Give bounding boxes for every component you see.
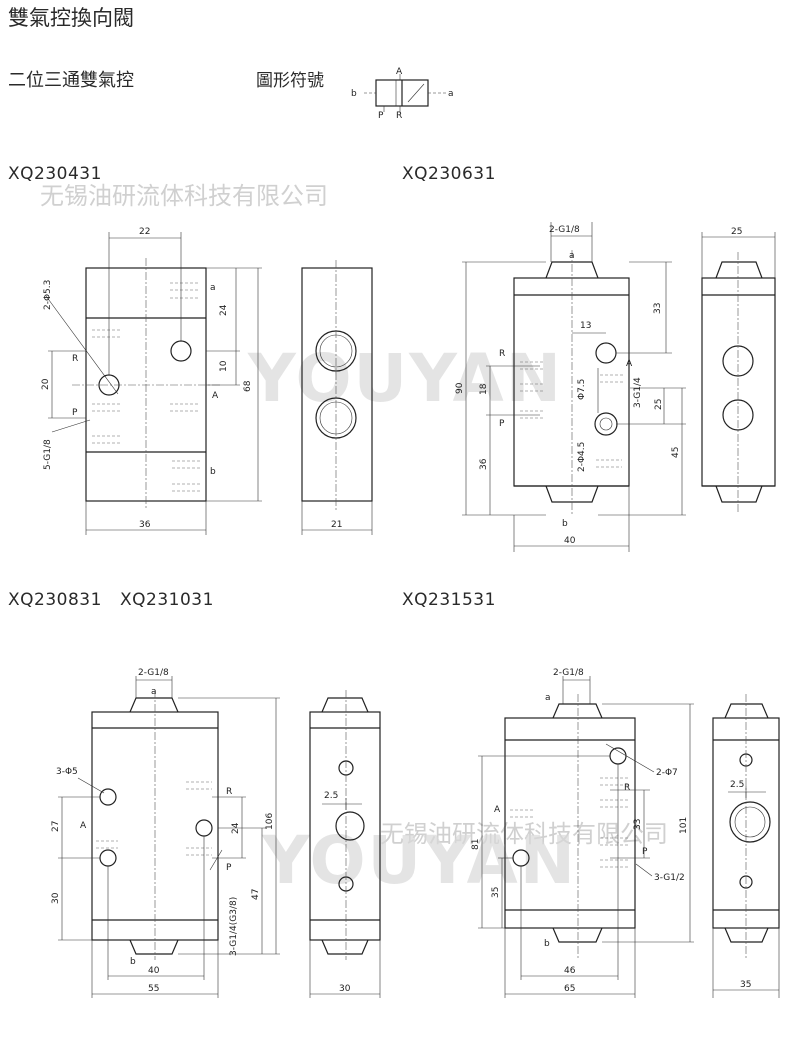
dim-2-g1-8-top: 2-G1/8 (549, 225, 580, 235)
port-b-label: b (562, 519, 568, 529)
symbol-port-b: b (351, 89, 357, 99)
dim-81: 81 (471, 839, 481, 850)
symbol-label: 圖形符號 (256, 71, 324, 91)
port-R-label: R (226, 787, 232, 797)
dim-106: 106 (265, 813, 275, 830)
dim-35-side: 35 (740, 980, 751, 990)
drawing-xq230631-front: 2-G1/8 a b 13 33 90 18 36 25 45 Φ7.5 2-Φ… (455, 222, 686, 552)
model-label-xq231031: XQ231031 (120, 590, 214, 610)
symbol-port-R: R (396, 111, 402, 121)
port-P-label: P (499, 419, 505, 429)
hole-2-phi5-3: 2-Φ5.3 (43, 280, 53, 310)
port-a-label: a (569, 251, 575, 261)
dim-25-side: 25 (731, 227, 742, 237)
dim-21: 21 (331, 520, 342, 530)
drawing-xq230631-side: 25 (701, 227, 776, 512)
port-b-label: b (210, 467, 216, 477)
model-label-xq231531: XQ231531 (402, 590, 496, 610)
dim-55: 55 (148, 984, 159, 994)
watermark-logo-bottom: YOUYAN (262, 822, 577, 899)
thread-3-g1-2: 3-G1/2 (654, 873, 685, 883)
model-label-xq230431: XQ230431 (8, 164, 102, 184)
port-A-label: A (494, 805, 501, 815)
dim-40: 40 (564, 536, 576, 546)
dim-36: 36 (139, 520, 151, 530)
port-b-label: b (544, 939, 550, 949)
hole-2-phi4-5: 2-Φ4.5 (577, 442, 587, 472)
drawing-xq231531-front: 2-G1/8 a b 2-Φ7 81 35 33 101 3-G1/2 46 6… (471, 668, 694, 998)
port-A-label: A (212, 391, 219, 401)
drawing-xq231531-side: 2.5 35 (712, 694, 780, 998)
port-a-label: a (545, 693, 551, 703)
dim-68: 68 (243, 380, 253, 392)
port-a-label: a (151, 687, 157, 697)
watermark-company-top: 无锡油研流体科技有限公司 (40, 182, 328, 210)
dim-2-5: 2.5 (730, 780, 744, 790)
dim-20: 20 (41, 378, 51, 390)
symbol-port-P: P (378, 111, 384, 121)
dim-10: 10 (219, 360, 229, 372)
dim-35: 35 (491, 887, 501, 898)
port-R-label: R (72, 354, 78, 364)
thread-5-g1-8: 5-G1/8 (43, 439, 53, 470)
port-P-label: P (72, 408, 78, 418)
dim-27: 27 (51, 821, 61, 832)
port-R-label: R (499, 349, 505, 359)
valve-graphic-symbol: b a A P R (351, 67, 454, 121)
drawing-xq230431-front: 22 24 10 68 20 2-Φ5.3 5-G1/8 36 a b A R … (41, 227, 262, 535)
dim-25: 25 (654, 399, 664, 410)
dim-36: 36 (479, 458, 489, 470)
port-P-label: P (226, 863, 232, 873)
dim-46: 46 (564, 966, 576, 976)
dim-40: 40 (148, 966, 160, 976)
dim-30-side: 30 (339, 984, 351, 994)
port-a-label: a (210, 283, 216, 293)
port-P-label: P (642, 847, 648, 857)
page-title: 雙氣控換向閥 (8, 6, 134, 30)
dim-13: 13 (580, 321, 591, 331)
drawing-xq230831-side: 2.5 30 (309, 690, 381, 998)
symbol-port-a: a (448, 89, 454, 99)
dim-47: 47 (251, 889, 261, 900)
port-b-label: b (130, 957, 136, 967)
dim-30: 30 (51, 892, 61, 904)
drawing-xq230831-front: 2-G1/8 a b 3-Φ5 27 30 24 47 106 3-G1/4(G… (51, 668, 280, 998)
dim-101: 101 (679, 817, 689, 834)
hole-phi7-5: Φ7.5 (577, 379, 587, 400)
dim-2-g1-8-top: 2-G1/8 (553, 668, 584, 678)
port-R-label: R (624, 783, 630, 793)
dim-2-5: 2.5 (324, 791, 338, 801)
watermark-logo-top: YOUYAN (248, 340, 563, 417)
valve-type-subtitle: 二位三通雙氣控 (8, 70, 134, 91)
dim-33: 33 (653, 303, 663, 314)
dim-33: 33 (633, 819, 643, 830)
symbol-port-A: A (396, 67, 403, 77)
port-A-label: A (80, 821, 87, 831)
dim-45: 45 (671, 447, 681, 458)
thread-3-g1-4-g3-8: 3-G1/4(G3/8) (229, 897, 239, 956)
port-A-label: A (626, 359, 633, 369)
hole-3-phi5: 3-Φ5 (56, 767, 78, 777)
model-label-xq230631: XQ230631 (402, 164, 496, 184)
drawing-xq230431-side: 21 (301, 260, 373, 535)
dim-24: 24 (219, 304, 229, 316)
watermark-company-bottom: 无锡油研流体科技有限公司 (380, 820, 668, 848)
dim-22: 22 (139, 227, 150, 237)
hole-2-phi7: 2-Φ7 (656, 768, 678, 778)
model-label-xq230831: XQ230831 (8, 590, 102, 610)
dim-65: 65 (564, 984, 575, 994)
dim-2-g1-8-top: 2-G1/8 (138, 668, 169, 678)
dim-18: 18 (479, 383, 489, 395)
dim-90: 90 (455, 382, 465, 394)
thread-3-g1-4: 3-G1/4 (633, 377, 643, 408)
